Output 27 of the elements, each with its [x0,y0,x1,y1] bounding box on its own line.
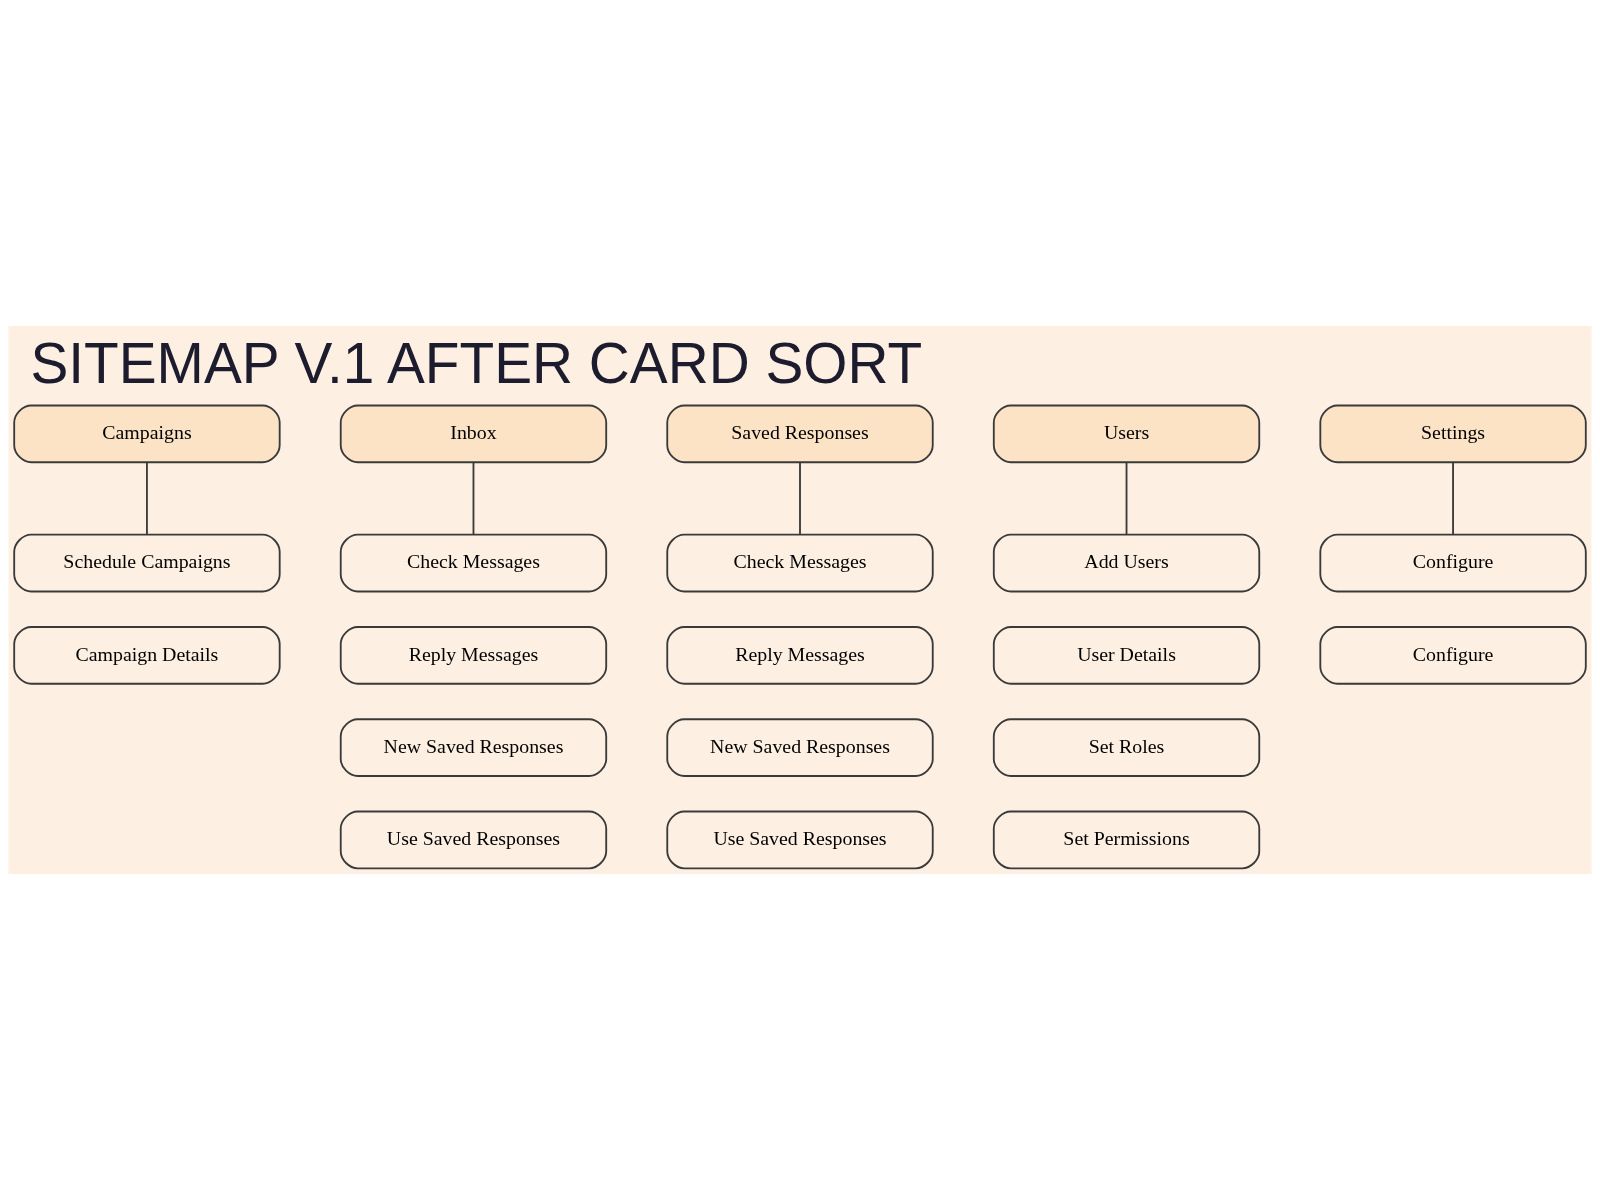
node-box: User Details [992,626,1261,685]
node-box: Settings [1319,404,1587,464]
node-box: New Saved Responses [666,718,934,777]
node-box: Set Roles [992,718,1261,777]
node-box: Campaign Details [13,626,281,685]
node-box: Reply Messages [666,626,934,685]
node-box: Use Saved Responses [666,810,934,870]
connector [1125,461,1128,536]
node-box: Check Messages [339,533,608,593]
node-box: Configure [1319,626,1587,685]
node-box: Check Messages [666,533,934,593]
connector [1452,461,1454,536]
node-box: Add Users [992,533,1261,593]
node-box: Saved Responses [666,404,934,464]
node-box: Reply Messages [339,626,608,685]
node-box: Inbox [339,404,608,464]
node-box: Users [992,404,1261,464]
node-box: Configure [1319,533,1587,593]
connector [472,461,475,536]
node-box: Use Saved Responses [339,810,608,870]
connector [146,461,148,536]
connector [799,461,801,536]
node-box: Campaigns [13,404,281,464]
node-box: Schedule Campaigns [13,533,281,593]
diagram-title: SITEMAP V.1 AFTER CARD SORT [30,331,923,395]
node-box: New Saved Responses [339,718,608,777]
node-box: Set Permissions [992,810,1261,870]
